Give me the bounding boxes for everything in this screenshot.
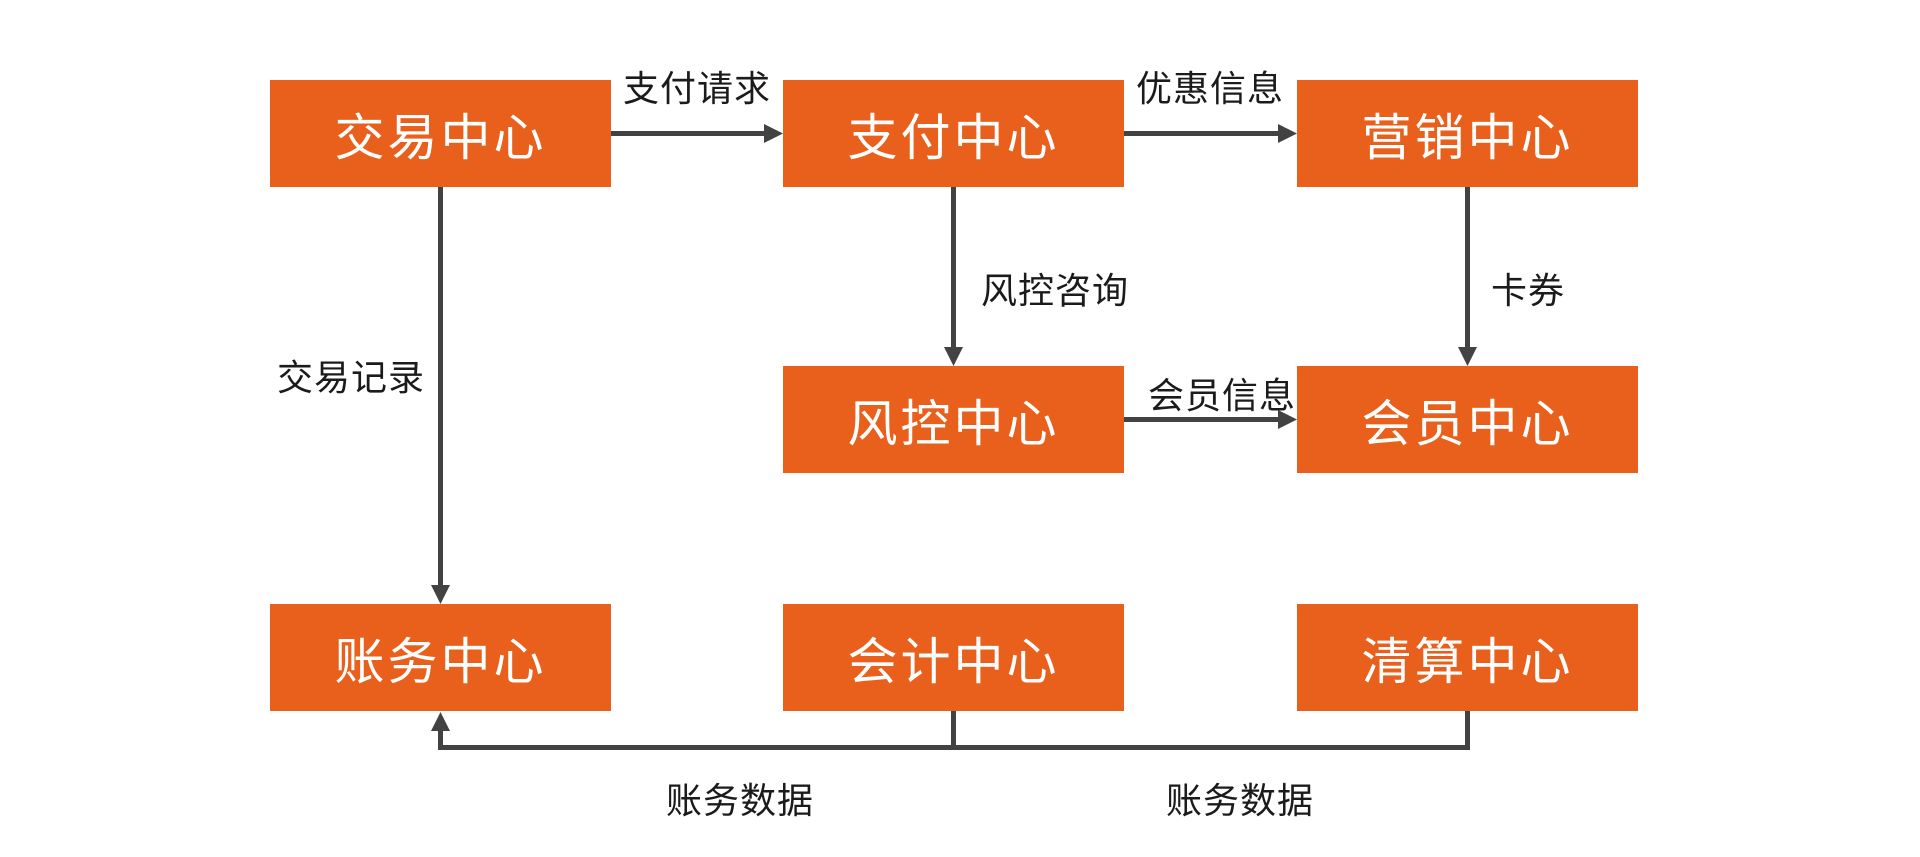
arrowhead-into-member bbox=[1458, 347, 1477, 366]
node-clearing-center: 清算中心 bbox=[1297, 604, 1638, 711]
edge-label-trade-record: 交易记录 bbox=[276, 357, 426, 398]
arrowhead-into-marketing bbox=[1278, 124, 1297, 143]
edge-label-member-info: 会员信息 bbox=[1147, 375, 1297, 416]
arrowhead-into-billing-bottom bbox=[431, 712, 450, 731]
arrowhead-into-risk bbox=[944, 347, 963, 366]
edge-label-payment-request: 支付请求 bbox=[622, 68, 772, 109]
node-payment-center: 支付中心 bbox=[783, 80, 1124, 187]
node-billing-center: 账务中心 bbox=[270, 604, 611, 711]
node-marketing-center: 营销中心 bbox=[1297, 80, 1638, 187]
arrowhead-into-billing-top bbox=[431, 585, 450, 604]
edge-label-billing-data-left: 账务数据 bbox=[665, 780, 815, 821]
edge-label-coupon: 卡券 bbox=[1490, 270, 1566, 311]
node-accounting-center: 会计中心 bbox=[783, 604, 1124, 711]
arrowhead-into-payment bbox=[764, 124, 783, 143]
edge-label-billing-data-right: 账务数据 bbox=[1165, 780, 1315, 821]
arrowhead-into-member-left bbox=[1278, 410, 1297, 429]
edge-label-risk-consult: 风控咨询 bbox=[980, 270, 1130, 311]
node-member-center: 会员中心 bbox=[1297, 366, 1638, 473]
edge-label-promo-info: 优惠信息 bbox=[1135, 68, 1285, 109]
node-risk-center: 风控中心 bbox=[783, 366, 1124, 473]
node-trade-center: 交易中心 bbox=[270, 80, 611, 187]
